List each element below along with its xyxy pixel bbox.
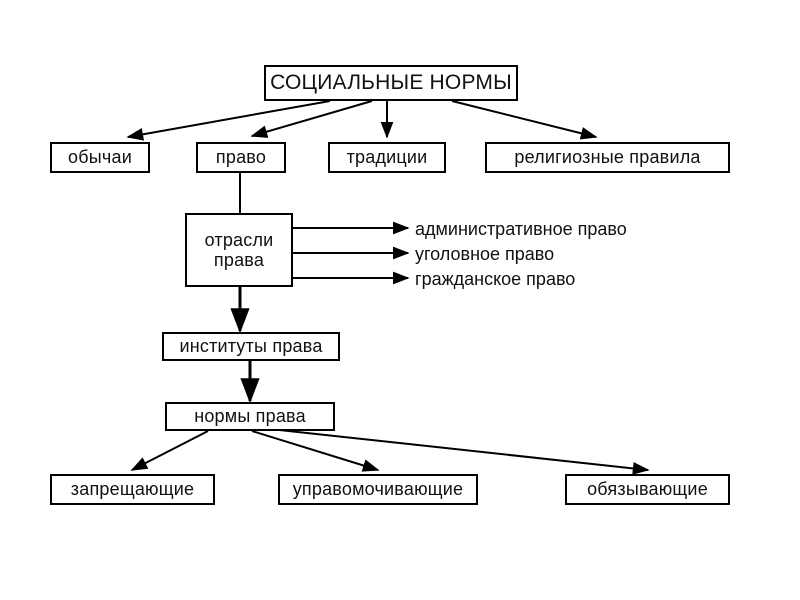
node-branches-of-law[interactable]: отрасли права: [185, 213, 293, 287]
label-criminal-law: уголовное право: [415, 244, 555, 264]
edge-norms-to-obligating: [269, 428, 650, 475]
node-empowering-label: управомочивающие: [292, 479, 464, 500]
node-social-norms-label: СОЦИАЛЬНЫЕ НОРМЫ: [270, 71, 512, 95]
node-customs-label: обычаи: [68, 147, 132, 168]
node-prohibiting[interactable]: запрещающие: [50, 474, 215, 505]
label-administrative-law: административное право: [415, 219, 627, 239]
edge-norms-to-empowering: [251, 430, 380, 472]
node-law-label: право: [215, 147, 267, 168]
node-obligating-label: обязывающие: [587, 479, 708, 500]
node-empowering[interactable]: управомочивающие: [278, 474, 478, 505]
edge-social-norms-to-religious-rules: [451, 100, 598, 140]
node-religious-rules-label: религиозные правила: [514, 147, 701, 168]
node-obligating[interactable]: обязывающие: [565, 474, 730, 505]
node-prohibiting-label: запрещающие: [70, 479, 195, 500]
node-branches-of-law-label: отрасли права: [204, 229, 274, 270]
node-customs[interactable]: обычаи: [50, 142, 150, 173]
label-civil-law: гражданское право: [415, 269, 576, 289]
edge-social-norms-to-law: [250, 100, 373, 138]
node-institutes-of-law[interactable]: институты права: [162, 332, 340, 361]
node-norms-of-law[interactable]: нормы права: [165, 402, 335, 431]
edge-social-norms-to-customs: [126, 100, 331, 141]
edge-norms-to-prohibiting: [130, 430, 209, 471]
node-law[interactable]: право: [196, 142, 286, 173]
node-traditions-label: традиции: [346, 147, 428, 168]
node-norms-of-law-label: нормы права: [194, 406, 306, 427]
node-religious-rules[interactable]: религиозные правила: [485, 142, 730, 173]
node-social-norms[interactable]: СОЦИАЛЬНЫЕ НОРМЫ: [264, 65, 518, 101]
node-traditions[interactable]: традиции: [328, 142, 446, 173]
node-institutes-of-law-label: институты права: [179, 336, 323, 357]
